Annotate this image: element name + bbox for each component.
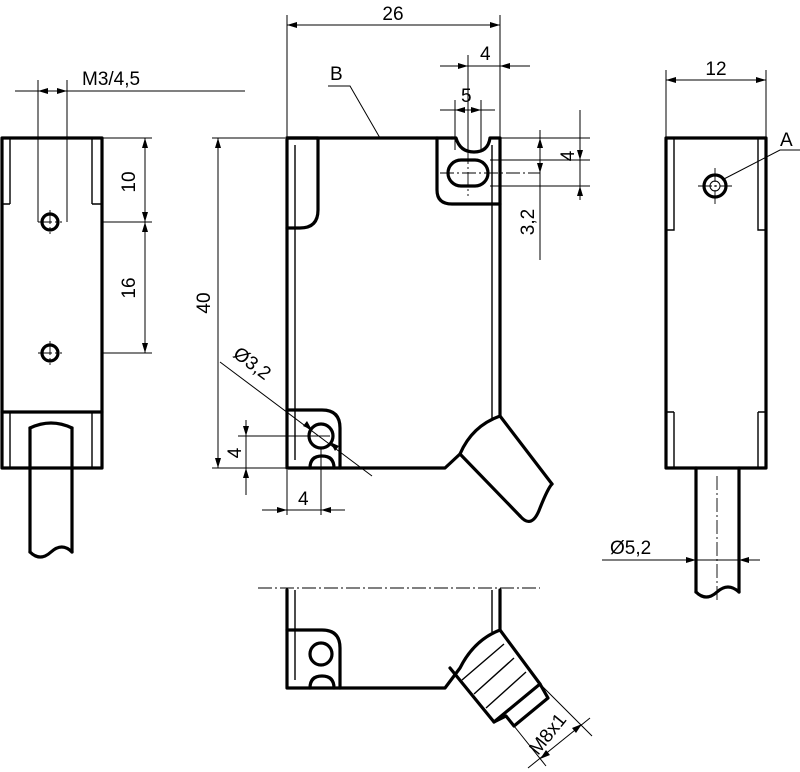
dim-depth-12: 12 [705, 59, 726, 80]
dim-cable-diameter: Ø5,2 [610, 538, 651, 559]
left-side-view [0, 80, 245, 559]
front-view [212, 15, 590, 524]
right-side-view [602, 70, 800, 600]
dim-height-40: 40 [194, 292, 215, 313]
dim-side-10: 10 [119, 171, 140, 192]
label-b: B [330, 64, 343, 85]
dim-hole-diameter: Ø3,2 [229, 343, 275, 385]
dim-slot-width-4: 4 [480, 44, 491, 65]
label-a: A [780, 130, 793, 151]
dim-hole-offset-v: 4 [225, 447, 246, 458]
dim-slot-height-4: 4 [558, 150, 579, 161]
dim-slot-5: 5 [461, 86, 472, 107]
dim-side-thread: M3/4,5 [82, 69, 140, 90]
dim-hole-offset-h: 4 [298, 489, 309, 510]
dim-width-26: 26 [382, 4, 403, 25]
connector-version-view [258, 587, 593, 769]
dim-side-16: 16 [119, 277, 140, 298]
dim-slot-offset: 3,2 [518, 209, 539, 235]
